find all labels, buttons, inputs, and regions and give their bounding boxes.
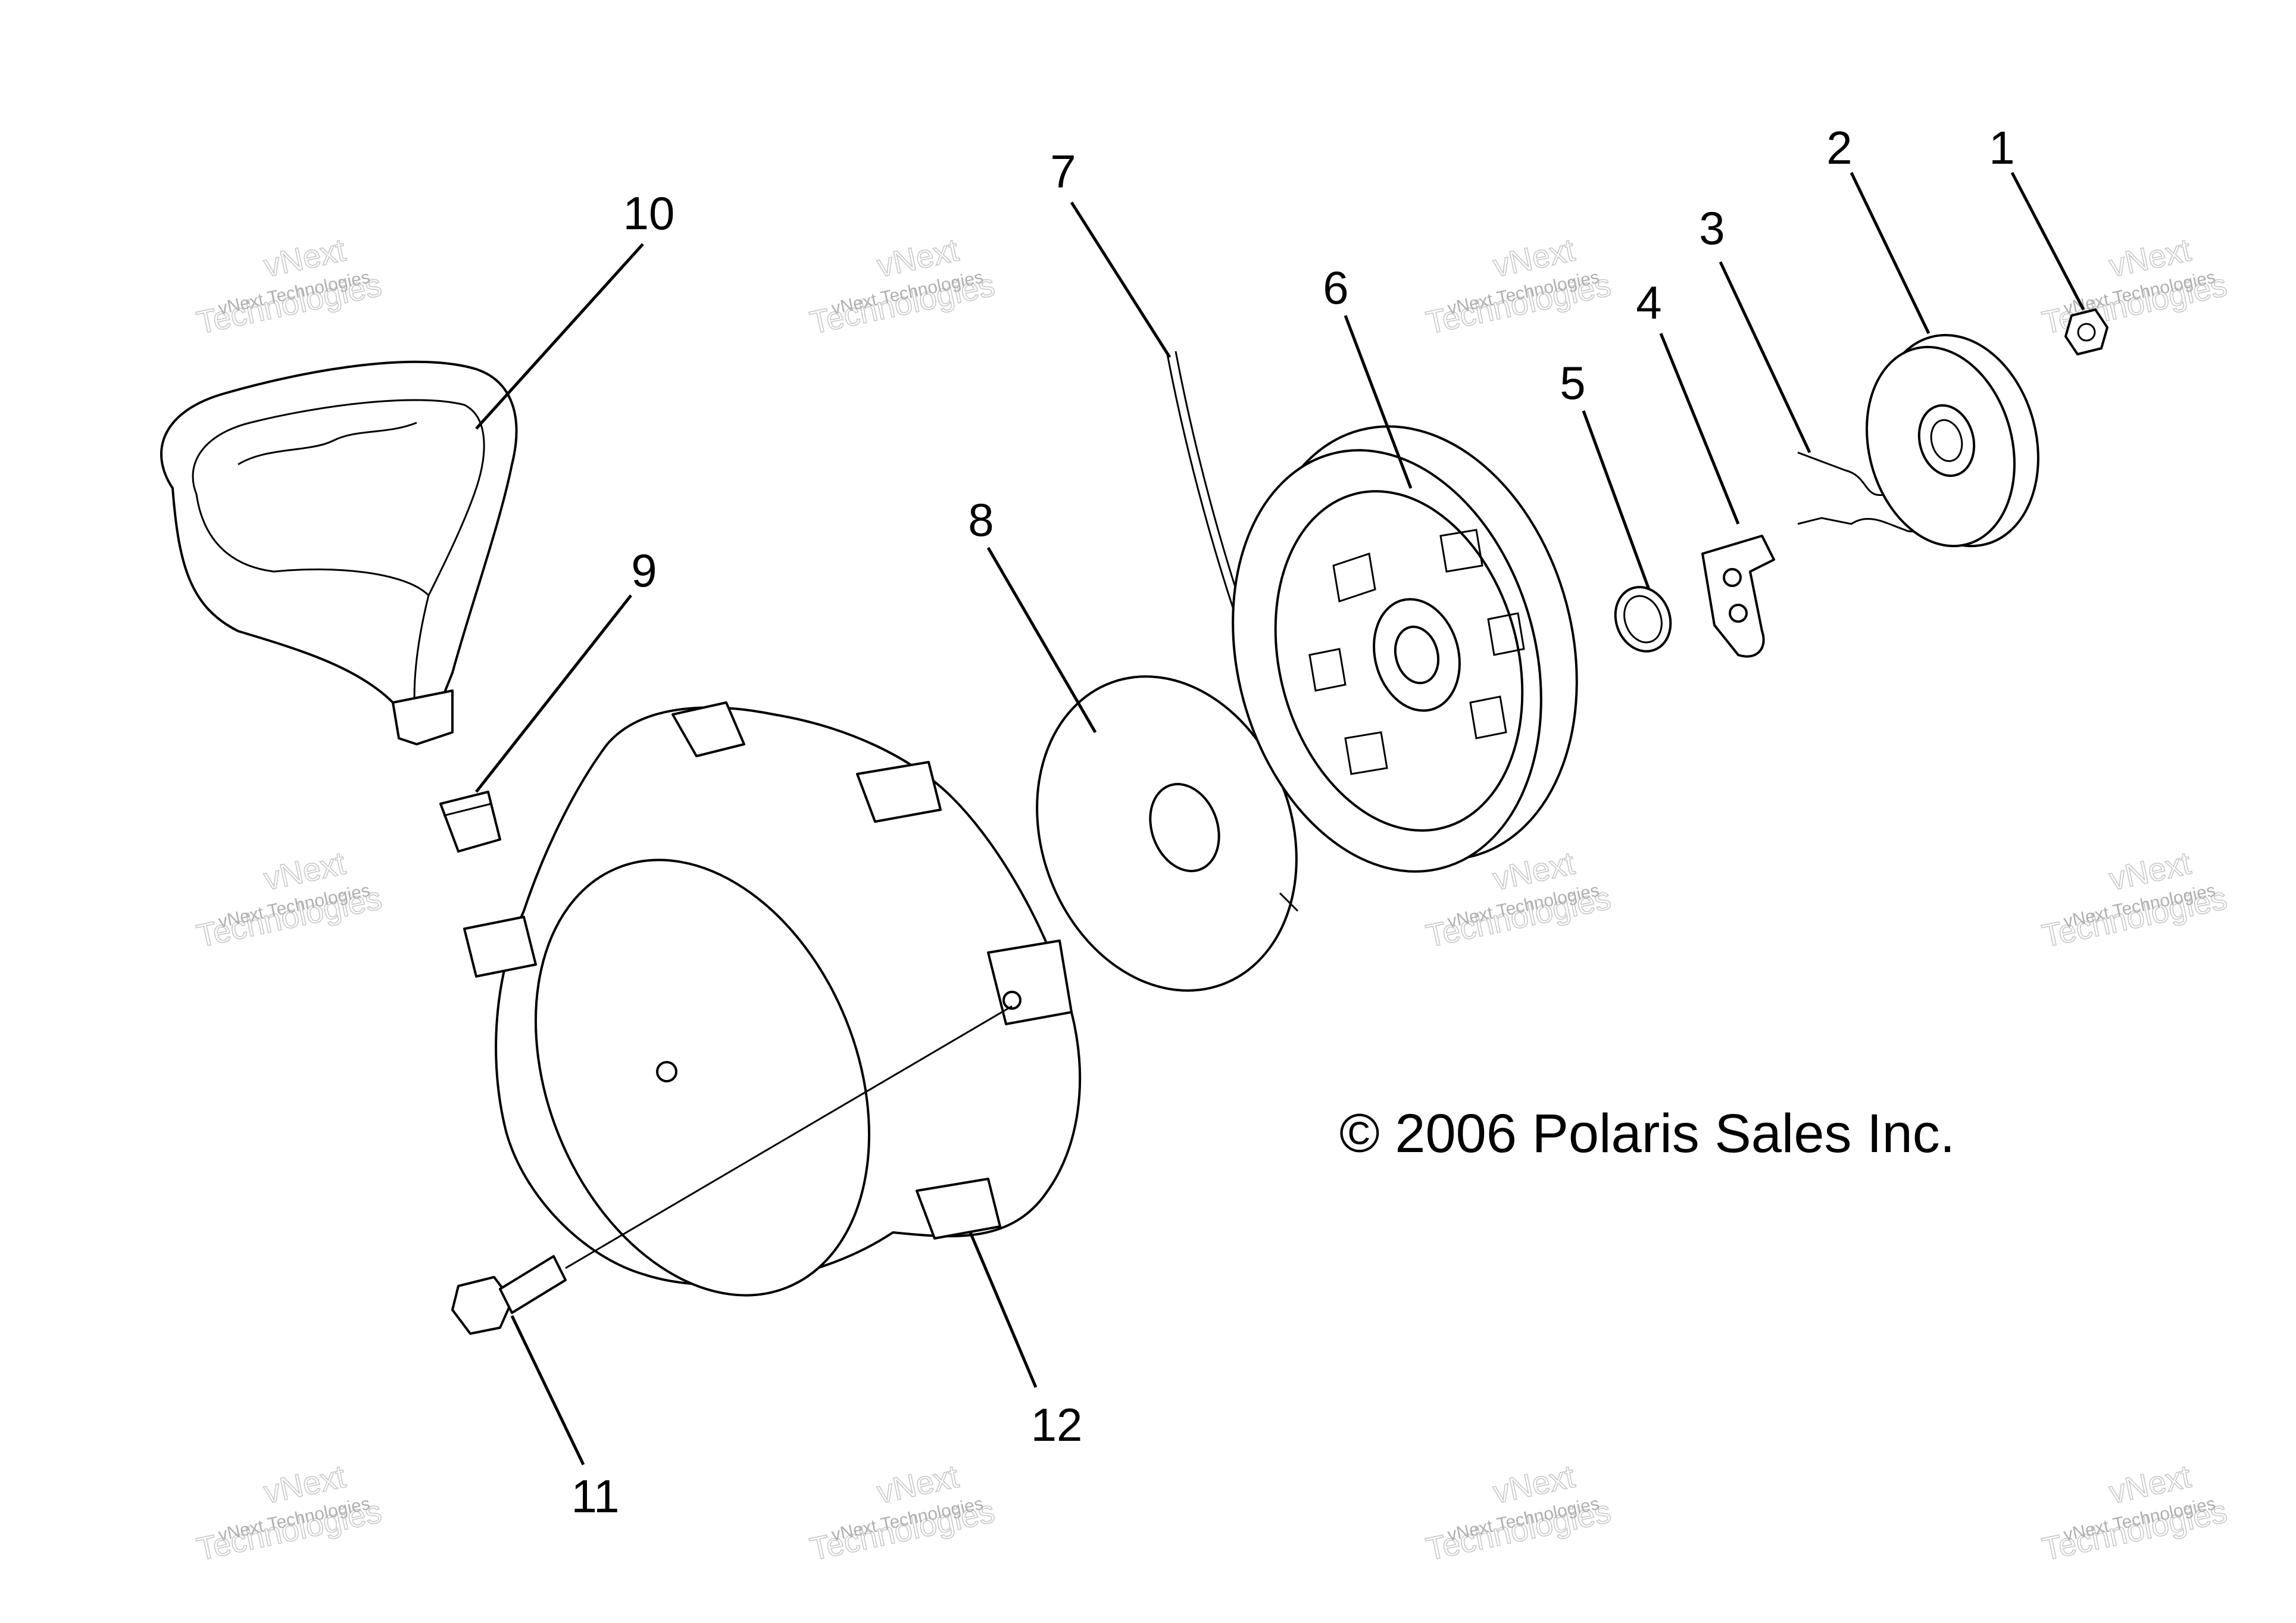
callout-7: 7 — [1050, 145, 1076, 198]
callout-6: 6 — [1323, 261, 1348, 314]
callout-11: 11 — [571, 1470, 620, 1522]
callout-12: 12 — [1031, 1399, 1083, 1451]
callout-2: 2 — [1826, 121, 1852, 174]
ferrule-part[interactable] — [439, 791, 501, 853]
pawl-part[interactable] — [1701, 535, 1775, 658]
leader-lines — [475, 171, 2085, 1466]
callout-5: 5 — [1560, 357, 1585, 409]
callout-3: 3 — [1699, 202, 1725, 254]
rope-handle-part[interactable] — [160, 360, 518, 745]
callout-9: 9 — [631, 544, 657, 597]
callout-8: 8 — [968, 494, 994, 546]
recoil-housing-part[interactable] — [463, 701, 1082, 1346]
drive-plate-part[interactable] — [1845, 317, 2061, 564]
bolt-part[interactable] — [451, 1005, 1013, 1335]
copyright-notice: © 2006 Polaris Sales Inc. — [1339, 1103, 1955, 1164]
spring-cover-part[interactable] — [994, 639, 1339, 1027]
callout-1: 1 — [1989, 121, 2014, 174]
pulley-part[interactable] — [1188, 390, 1623, 906]
callout-4: 4 — [1636, 276, 1661, 329]
pawl-spring-part[interactable] — [1607, 579, 1679, 659]
callout-10: 10 — [623, 187, 675, 239]
callout-labels: 1 2 3 4 5 6 7 8 9 10 11 12 — [571, 121, 2015, 1522]
nut-part[interactable] — [2064, 308, 2108, 355]
